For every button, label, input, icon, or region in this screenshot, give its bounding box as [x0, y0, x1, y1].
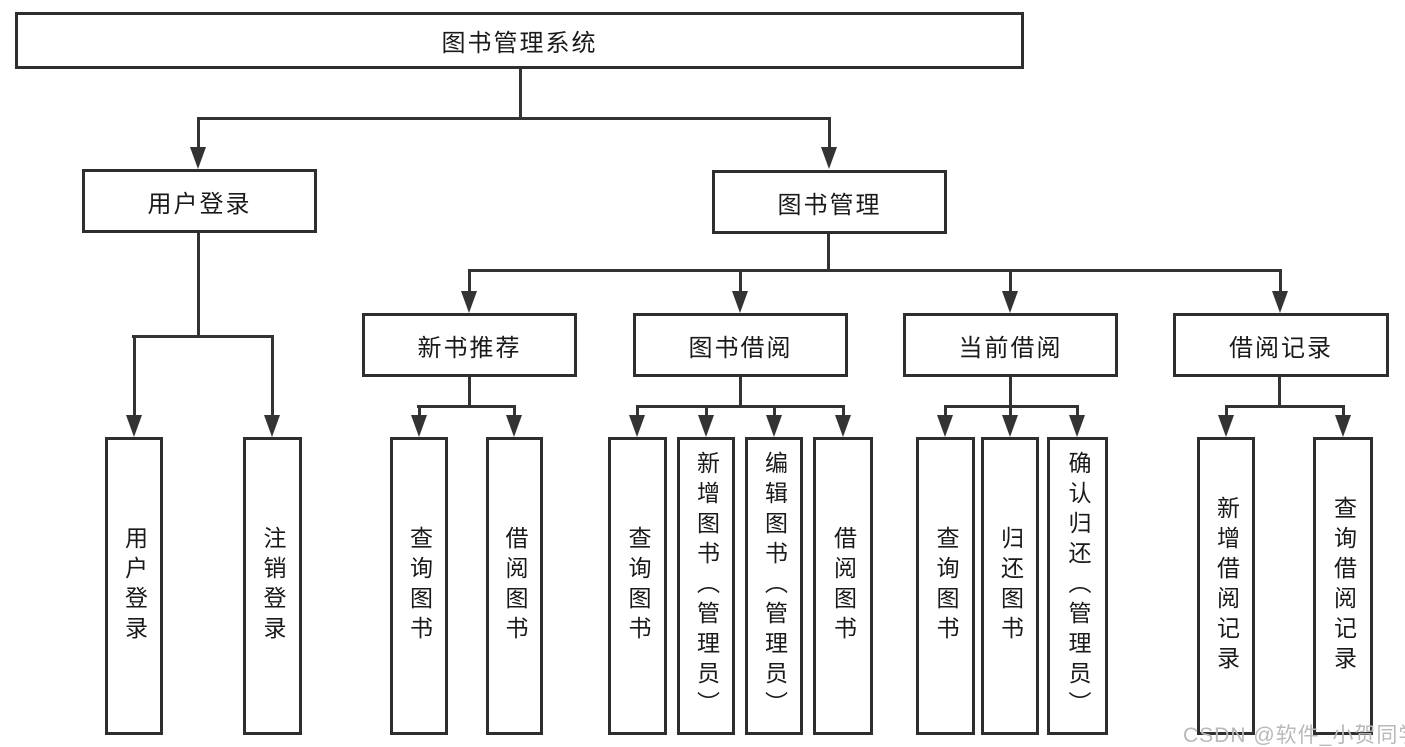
node-new-book-recommend: 新书推荐: [362, 313, 577, 377]
connector-rail: [636, 405, 844, 408]
leaf-query-borrow-record: 查询借阅记录: [1313, 437, 1373, 735]
leaf-user-login-label: 用户登录: [121, 526, 148, 646]
leaf-query-books-2: 查询图书: [608, 437, 667, 735]
arrow-down-icon: [1335, 415, 1351, 437]
arrow-down-icon: [629, 415, 645, 437]
node-borrowing-records-label: 借阅记录: [1229, 334, 1333, 362]
connector-stem: [468, 377, 471, 407]
connector-stem: [519, 69, 522, 119]
connector-drop: [133, 335, 136, 419]
node-borrowing-records: 借阅记录: [1173, 313, 1389, 377]
arrow-down-icon: [821, 147, 837, 169]
arrow-down-icon: [732, 291, 748, 313]
connector-drop: [1009, 269, 1012, 295]
connector-drop: [271, 335, 274, 419]
arrow-down-icon: [1218, 415, 1234, 437]
connector-stem: [1009, 377, 1012, 407]
connector-drop: [513, 405, 516, 419]
connector-stem: [197, 233, 200, 337]
node-root: 图书管理系统: [15, 12, 1024, 69]
leaf-confirm-return-admin-label: 确认归还（管理员）: [1065, 451, 1091, 721]
connector-stem: [739, 377, 742, 407]
leaf-query-books-2-label: 查询图书: [625, 526, 651, 646]
arrow-down-icon: [698, 415, 714, 437]
leaf-logout-login-label: 注销登录: [260, 526, 286, 646]
connector-drop: [1225, 405, 1228, 419]
arrow-down-icon: [506, 415, 522, 437]
arrow-down-icon: [1002, 291, 1018, 313]
connector-rail: [132, 335, 273, 338]
connector-drop: [773, 405, 776, 419]
arrow-down-icon: [937, 415, 953, 437]
arrow-down-icon: [766, 415, 782, 437]
node-current-borrowing-label: 当前借阅: [958, 334, 1063, 362]
connector-rail: [1225, 405, 1344, 408]
connector-drop: [739, 269, 742, 295]
leaf-logout-login: 注销登录: [243, 437, 302, 735]
leaf-add-books-admin: 新增图书（管理员）: [677, 437, 735, 735]
node-book-management: 图书管理: [712, 170, 947, 234]
connector-drop: [1076, 405, 1079, 419]
connector-drop: [468, 269, 471, 295]
arrow-down-icon: [1069, 415, 1085, 437]
connector-stem: [1278, 377, 1281, 407]
arrow-down-icon: [835, 415, 851, 437]
arrow-down-icon: [126, 415, 142, 437]
connector-drop: [1279, 269, 1282, 295]
leaf-user-login: 用户登录: [105, 437, 163, 735]
leaf-add-borrow-record: 新增借阅记录: [1197, 437, 1255, 735]
arrow-down-icon: [1272, 291, 1288, 313]
leaf-add-borrow-record-label: 新增借阅记录: [1213, 496, 1240, 676]
arrow-down-icon: [411, 415, 427, 437]
connector-drop: [944, 405, 947, 419]
node-book-borrowing: 图书借阅: [633, 313, 848, 377]
leaf-borrow-books-1-label: 借阅图书: [502, 526, 528, 646]
node-current-borrowing: 当前借阅: [903, 313, 1118, 377]
node-root-label: 图书管理系统: [441, 30, 598, 57]
connector-drop: [842, 405, 845, 419]
csdn-watermark: CSDN @软件_小贺同学: [1183, 724, 1405, 747]
node-book-management-label: 图书管理: [777, 191, 882, 219]
leaf-confirm-return-admin: 确认归还（管理员）: [1047, 437, 1108, 735]
connector-drop: [828, 117, 831, 149]
arrow-down-icon: [461, 291, 477, 313]
connector-drop: [1009, 405, 1012, 419]
connector-rail: [417, 405, 516, 408]
leaf-edit-books-admin: 编辑图书（管理员）: [745, 437, 803, 735]
node-user-login-label: 用户登录: [147, 190, 252, 218]
connector-stem: [827, 234, 830, 272]
leaf-borrow-books-2: 借阅图书: [813, 437, 873, 735]
leaf-return-books: 归还图书: [981, 437, 1039, 735]
connector-drop: [197, 117, 200, 149]
leaf-add-books-admin-label: 新增图书（管理员）: [693, 451, 720, 721]
leaf-borrow-books-2-label: 借阅图书: [830, 526, 857, 646]
leaf-query-books-1: 查询图书: [390, 437, 448, 735]
connector-rail: [468, 269, 1281, 272]
node-user-login: 用户登录: [82, 169, 317, 233]
leaf-borrow-books-1: 借阅图书: [486, 437, 543, 735]
connector-drop: [1342, 405, 1345, 419]
leaf-query-borrow-record-label: 查询借阅记录: [1330, 496, 1357, 676]
node-book-borrowing-label: 图书借阅: [688, 334, 793, 362]
arrow-down-icon: [264, 415, 280, 437]
connector-rail: [197, 117, 831, 120]
leaf-edit-books-admin-label: 编辑图书（管理员）: [761, 451, 788, 721]
connector-drop: [705, 405, 708, 419]
connector-drop: [636, 405, 639, 419]
leaf-query-books-3-label: 查询图书: [933, 526, 959, 646]
arrow-down-icon: [190, 147, 206, 169]
arrow-down-icon: [1002, 415, 1018, 437]
leaf-query-books-1-label: 查询图书: [406, 526, 433, 646]
leaf-query-books-3: 查询图书: [916, 437, 975, 735]
node-new-book-recommend-label: 新书推荐: [417, 334, 522, 362]
leaf-return-books-label: 归还图书: [997, 526, 1024, 646]
connector-drop: [418, 405, 421, 419]
